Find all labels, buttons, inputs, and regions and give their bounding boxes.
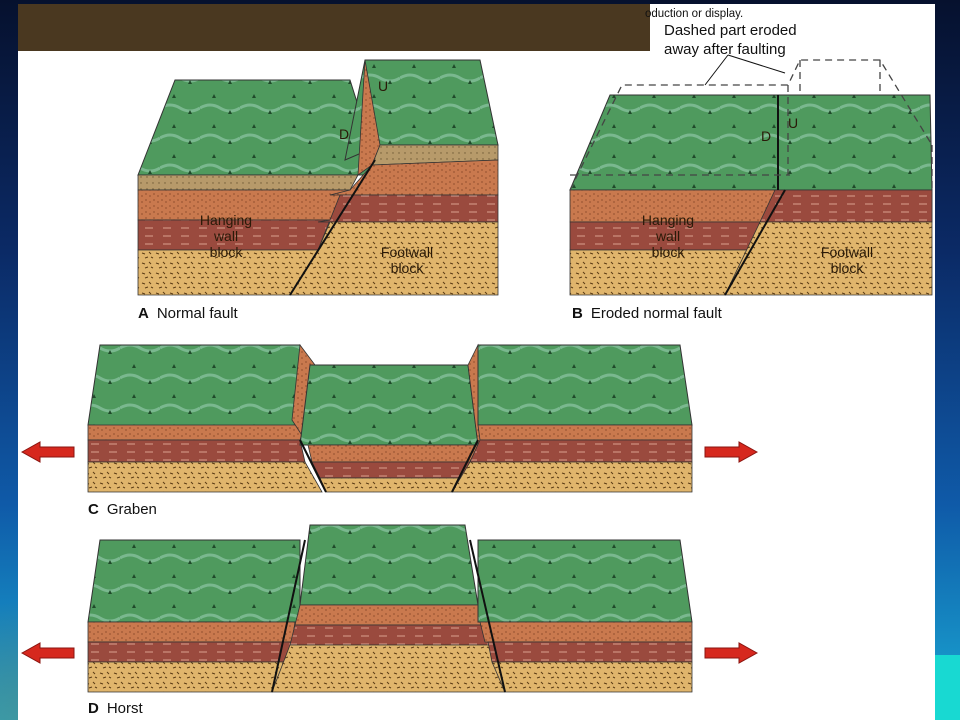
arrow-right-icon: [704, 441, 759, 463]
arrow-left-icon: [20, 441, 75, 463]
panel-a-hanging-wall-label: Hanging wall block: [199, 212, 253, 260]
corner-accent: [932, 655, 960, 720]
panel-d-horst: [87, 524, 693, 693]
panel-a-footwall-label: Footwall block: [380, 244, 434, 276]
panel-b-up-label: U: [788, 115, 799, 131]
panel-a-normal-fault: [137, 59, 499, 296]
callout-line-1: Dashed part eroded: [664, 22, 797, 39]
arrow-left-icon: [20, 642, 75, 664]
panel-a-down-label: D: [339, 126, 350, 142]
panel-b-eroded-fault: [569, 54, 933, 296]
panel-a-up-label: U: [378, 78, 389, 94]
callout-line-2: away after faulting: [664, 41, 786, 58]
panel-c-graben: [87, 343, 693, 493]
copyright-notice: oduction or display.: [645, 8, 744, 20]
panel-b-down-label: D: [761, 128, 772, 144]
erosion-callout: Dashed part eroded away after faulting: [664, 21, 844, 59]
arrow-right-icon: [704, 642, 759, 664]
panel-b-hanging-wall-label: Hanging wall block: [641, 212, 695, 260]
title-bar: [18, 4, 650, 51]
panel-b-footwall-label: Footwall block: [820, 244, 874, 276]
